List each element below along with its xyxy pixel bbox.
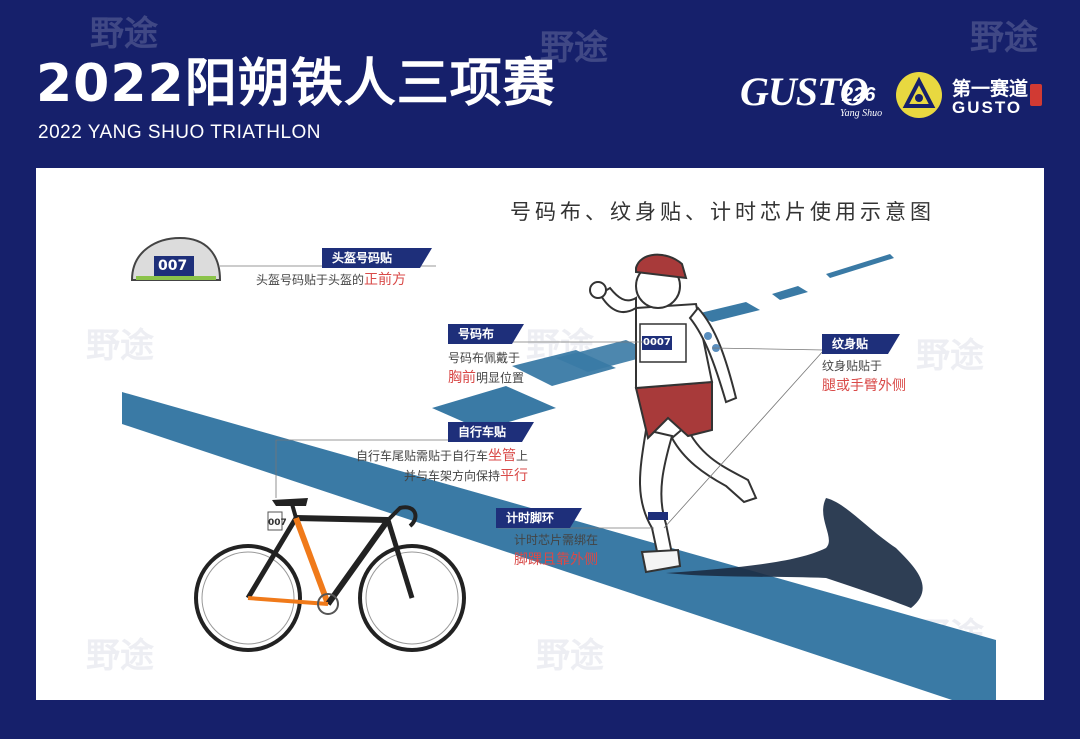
race-scene-illustration	[122, 236, 996, 700]
runner-figure	[589, 253, 758, 574]
tattoo-desc: 纹身贴贴于 腿或手臂外侧	[822, 356, 906, 396]
watermark: 野途	[86, 326, 154, 366]
helmet-desc-highlight: 正前方	[364, 272, 407, 288]
bicycle	[194, 498, 466, 652]
bike-sticker-tag-label: 自行车贴	[458, 425, 507, 439]
timing-chip-desc: 计时芯片需绑在 脚踝且靠外侧	[514, 530, 598, 570]
bike-sticker-desc: 自行车尾贴需贴于自行车坐管上 并与车架方向保持平行	[328, 446, 528, 486]
helmet-illustration	[130, 236, 222, 281]
bib-desc-line1: 号码布佩戴于	[448, 351, 521, 365]
tattoo-tag: 纹身贴	[822, 334, 900, 354]
gusto-226-logo: GUSTO	[740, 69, 869, 114]
watermark: 野途	[916, 336, 984, 376]
helmet-sticker-tag: 头盔号码贴	[322, 248, 432, 268]
bib-desc-post: 明显位置	[476, 371, 525, 385]
page-title: 2022阳朔铁人三项赛	[36, 54, 556, 114]
brand-name-cn: 第一赛道	[952, 78, 1029, 100]
bike-desc-pre: 自行车尾贴需贴于自行车	[355, 449, 488, 463]
bike-sticker-tag: 自行车贴	[448, 422, 534, 442]
bib-number: 0007	[643, 337, 671, 348]
bike-desc-highlight2: 平行	[500, 468, 528, 484]
watermark: 野途	[536, 636, 604, 676]
gusto-226-number: 226	[842, 84, 876, 106]
tattoo-tag-label: 纹身贴	[832, 337, 869, 351]
watermark: 野途	[540, 28, 608, 68]
chip-desc-line1: 计时芯片需绑在	[514, 533, 599, 547]
road-stripe	[122, 392, 996, 700]
watermark: 野途	[970, 18, 1038, 58]
bib-desc-highlight: 胸前	[448, 370, 476, 386]
diagram-title: 号码布、纹身贴、计时芯片使用示意图	[510, 200, 935, 224]
page-subtitle: 2022 YANG SHUO TRIATHLON	[38, 122, 322, 143]
timing-chip-tag-label: 计时脚环	[506, 511, 555, 525]
brand-name-en: GUSTO	[952, 98, 1023, 117]
bike-tag-number: 007	[268, 518, 287, 528]
helmet-desc-text: 头盔号码贴于头盔的	[256, 273, 365, 287]
bike-desc-mid: 上	[515, 449, 528, 463]
chip-desc-highlight: 脚踝且靠外侧	[514, 552, 598, 568]
helmet-number: 007	[158, 258, 188, 274]
bib-tag-label: 号码布	[458, 327, 495, 341]
illustration-panel: 野途 野途 野途 野途 野途 野途 号码布、纹身贴、计时芯片使用示意图	[36, 168, 1044, 700]
watermark: 野途	[86, 636, 154, 676]
bike-desc-highlight1: 坐管	[487, 448, 516, 464]
brand-seal-icon	[1030, 84, 1042, 106]
tattoo-desc-line1: 纹身贴贴于	[822, 359, 883, 373]
helmet-sticker-tag-label: 头盔号码贴	[332, 251, 393, 265]
runner-shadow	[666, 498, 923, 608]
tattoo-desc-highlight: 腿或手臂外侧	[822, 378, 906, 394]
brand-logo-icon	[896, 72, 942, 118]
bib-desc: 号码布佩戴于 胸前明显位置	[448, 348, 524, 388]
watermark: 野途	[90, 14, 158, 54]
timing-chip-tag: 计时脚环	[496, 508, 582, 528]
helmet-sticker-desc: 头盔号码贴于头盔的正前方	[256, 270, 406, 290]
bike-desc-line2: 并与车架方向保持	[403, 469, 500, 483]
bib-tag: 号码布	[448, 324, 524, 344]
gusto-226-sub: Yang Shuo	[840, 108, 883, 119]
